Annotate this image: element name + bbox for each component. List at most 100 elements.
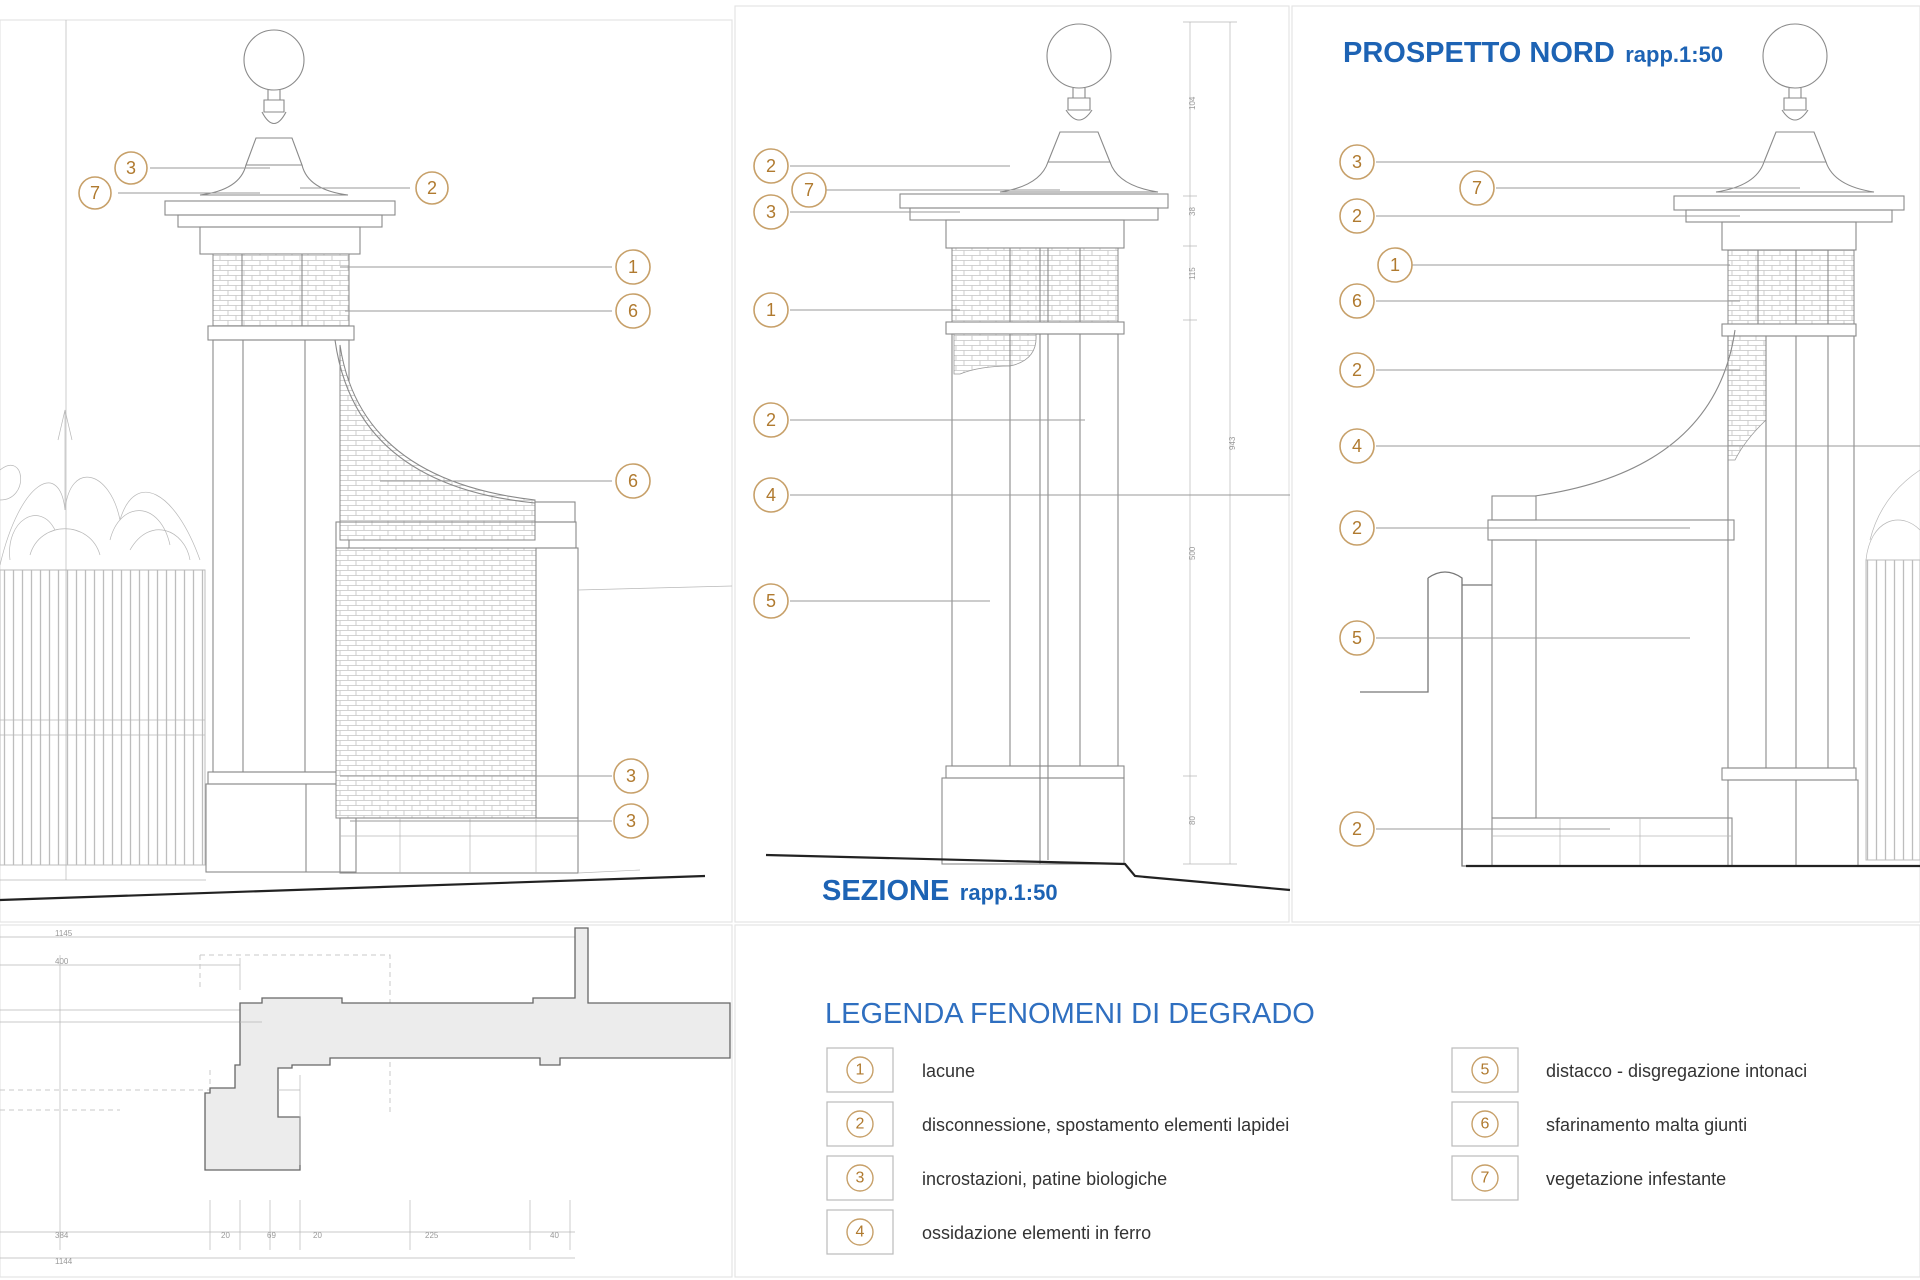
section-drawing: 104 38 115 943 500 80 2 7 3 1 2 4 5 SEZI… bbox=[753, 21, 1291, 907]
section-dimensions: 104 38 115 943 500 80 bbox=[1183, 21, 1237, 865]
legend-item-2: 2 disconnessione, spostamento elementi l… bbox=[826, 1101, 1289, 1147]
callout-label: 7 bbox=[804, 180, 814, 200]
north-callouts: 3 7 2 1 6 2 4 2 5 2 bbox=[1339, 144, 1920, 847]
legend-title: LEGENDA FENOMENI DI DEGRADO bbox=[825, 998, 1315, 1030]
callout-1-marker bbox=[615, 249, 651, 285]
plan-drawing: 1145 400 384 20 69 20 225 40 1144 bbox=[0, 927, 731, 1266]
callout-label: 4 bbox=[1352, 436, 1362, 456]
callout-7-marker bbox=[1459, 170, 1495, 206]
legend-item-number: 5 bbox=[1481, 1062, 1490, 1079]
legend-item-number: 2 bbox=[856, 1116, 865, 1133]
left-pillar bbox=[164, 29, 396, 873]
callout-label: 6 bbox=[628, 301, 638, 321]
legend-item-5: 5 distacco - disgregazione intonaci bbox=[1451, 1047, 1807, 1093]
north-elevation: PROSPETTO NORD rapp.1:50 bbox=[1339, 23, 1920, 868]
left-ground-line bbox=[0, 874, 706, 902]
north-elevation-title: PROSPETTO NORD rapp.1:50 bbox=[1343, 37, 1723, 69]
left-wall bbox=[334, 339, 733, 874]
dimension-label: 20 bbox=[221, 1231, 230, 1240]
dimension-label: 115 bbox=[1188, 267, 1197, 280]
legend-item-label: incrostazioni, patine biologiche bbox=[922, 1169, 1167, 1189]
legend-item-number: 7 bbox=[1481, 1170, 1490, 1187]
dimension-label: 38 bbox=[1188, 207, 1197, 216]
section-ground-line bbox=[765, 853, 1291, 892]
dimension-label: 80 bbox=[1188, 816, 1197, 825]
dimension-label: 225 bbox=[425, 1231, 439, 1240]
legend-item-label: vegetazione infestante bbox=[1546, 1169, 1726, 1189]
callout-label: 3 bbox=[766, 202, 776, 222]
left-elevation: 3 7 2 1 6 6 3 3 bbox=[0, 20, 733, 902]
dimension-label: 69 bbox=[267, 1231, 276, 1240]
callout-label: 5 bbox=[766, 591, 776, 611]
callout-label: 3 bbox=[626, 811, 636, 831]
dimension-label: 400 bbox=[55, 957, 69, 966]
callout-3-marker bbox=[613, 758, 649, 794]
north-elevation-sheet bbox=[1291, 5, 1920, 923]
north-gate-fragment bbox=[1865, 469, 1920, 861]
section-callouts: 2 7 3 1 2 4 5 bbox=[753, 148, 1290, 619]
legend-item-label: ossidazione elementi in ferro bbox=[922, 1223, 1151, 1243]
callout-label: 7 bbox=[1472, 178, 1482, 198]
callout-2-marker bbox=[415, 171, 449, 205]
legend-item-3: 3 incrostazioni, patine biologiche bbox=[826, 1155, 1167, 1201]
callout-1-marker bbox=[1377, 247, 1413, 283]
left-callouts: 3 7 2 1 6 6 3 3 bbox=[78, 151, 651, 839]
callout-label: 2 bbox=[1352, 819, 1362, 839]
callout-label: 5 bbox=[1352, 628, 1362, 648]
callout-2-marker bbox=[753, 148, 789, 184]
callout-label: 2 bbox=[427, 178, 437, 198]
legend-item-label: disconnessione, spostamento elementi lap… bbox=[922, 1115, 1289, 1135]
callout-label: 3 bbox=[126, 158, 136, 178]
callout-label: 1 bbox=[628, 257, 638, 277]
legend-item-number: 1 bbox=[856, 1062, 865, 1079]
callout-5-marker bbox=[1339, 620, 1375, 656]
callout-6-marker bbox=[1339, 283, 1375, 319]
callout-6-marker bbox=[615, 293, 651, 329]
plan-sheet bbox=[0, 924, 733, 1278]
legend: LEGENDA FENOMENI DI DEGRADO 1 lacune 2 d… bbox=[825, 998, 1807, 1255]
legend-item-6: 6 sfarinamento malta giunti bbox=[1451, 1101, 1747, 1147]
dimension-label: 40 bbox=[550, 1231, 559, 1240]
legend-sheet bbox=[734, 924, 1920, 1278]
callout-2-marker bbox=[1339, 352, 1375, 388]
callout-2-marker bbox=[1339, 811, 1375, 847]
legend-item-label: sfarinamento malta giunti bbox=[1546, 1115, 1747, 1135]
callout-label: 6 bbox=[1352, 291, 1362, 311]
north-wall bbox=[1360, 329, 1920, 868]
callout-label: 2 bbox=[1352, 360, 1362, 380]
dimension-label: 500 bbox=[1188, 546, 1197, 560]
legend-item-1: 1 lacune bbox=[826, 1047, 975, 1093]
plan-wall-section bbox=[204, 927, 731, 1171]
callout-3-marker bbox=[613, 803, 649, 839]
section-pillar bbox=[899, 23, 1169, 865]
legend-item-number: 6 bbox=[1481, 1116, 1490, 1133]
dimension-label: 1144 bbox=[55, 1257, 73, 1266]
callout-1-marker bbox=[753, 292, 789, 328]
callout-label: 1 bbox=[766, 300, 776, 320]
callout-4-marker bbox=[1339, 428, 1375, 464]
callout-2-marker bbox=[1339, 510, 1375, 546]
wrought-iron-gate bbox=[0, 409, 206, 866]
callout-label: 2 bbox=[1352, 518, 1362, 538]
legend-item-number: 3 bbox=[856, 1170, 865, 1187]
callout-2-marker bbox=[753, 402, 789, 438]
callout-label: 2 bbox=[766, 156, 776, 176]
callout-7-marker bbox=[791, 172, 827, 208]
callout-2-marker bbox=[1339, 198, 1375, 234]
section-sheet bbox=[734, 5, 1290, 923]
callout-label: 3 bbox=[1352, 152, 1362, 172]
callout-4-marker bbox=[753, 477, 789, 513]
callout-3-marker bbox=[1339, 144, 1375, 180]
legend-item-label: lacune bbox=[922, 1061, 975, 1081]
callout-label: 7 bbox=[90, 183, 100, 203]
dimension-label: 20 bbox=[313, 1231, 322, 1240]
callout-label: 1 bbox=[1390, 255, 1400, 275]
callout-label: 6 bbox=[628, 471, 638, 491]
dimension-label: 943 bbox=[1228, 436, 1237, 450]
legend-item-label: distacco - disgregazione intonaci bbox=[1546, 1061, 1807, 1081]
callout-3-marker bbox=[114, 151, 148, 185]
legend-item-number: 4 bbox=[856, 1224, 865, 1241]
callout-label: 3 bbox=[626, 766, 636, 786]
callout-5-marker bbox=[753, 583, 789, 619]
